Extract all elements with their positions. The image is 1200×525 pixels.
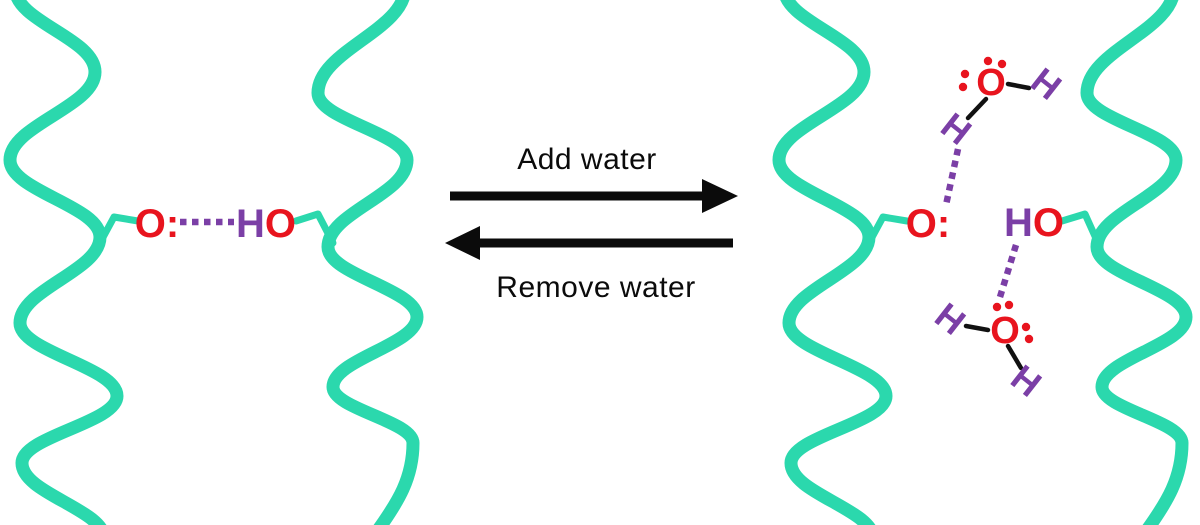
polymer-chain-left-2 [311, 0, 424, 525]
chain-connector-left-o [97, 213, 142, 245]
chain-connector-left-oh [292, 210, 337, 247]
watertop-lone-pair-dots [958, 56, 1007, 92]
chain-connector-right-o [866, 213, 911, 245]
ether-oxygen-right-panel: O: [905, 202, 951, 246]
waterbottom-o-h-bond-left [963, 323, 991, 333]
hydroxyl-oxygen: O [264, 202, 297, 246]
waterbottom-lone-pair-dots [992, 300, 1034, 344]
watertop-oxygen: O [976, 62, 1006, 104]
hydroxyl-hydrogen: H [235, 202, 265, 246]
hydroxyl-oxygen: O [1032, 201, 1065, 245]
chain-connector-right-oh [1058, 210, 1102, 247]
add-water-label: Add water [517, 143, 657, 176]
ether-oxygen-left-panel: O: [134, 202, 180, 246]
remove-water-arrow [445, 226, 733, 260]
waterbottom-o-h-bond-right [1005, 343, 1024, 371]
polymer-chain-right-1 [772, 0, 893, 525]
add-water-arrow [450, 179, 738, 213]
polymer-chain-left-1 [3, 0, 124, 525]
hydrogen-bond-hydroxyl-to-waterbottom [996, 244, 1020, 298]
watertop-o-h-bond-right [1005, 81, 1032, 91]
hydroxyl-hydrogen: H [1003, 201, 1033, 245]
waterbottom-oxygen: O [990, 310, 1020, 352]
watertop-o-h-bond-left [965, 96, 989, 121]
polymer-chain-right-2 [1080, 0, 1193, 525]
remove-water-label: Remove water [496, 271, 696, 304]
hydrogen-bond-watertop-to-ether [942, 148, 962, 206]
